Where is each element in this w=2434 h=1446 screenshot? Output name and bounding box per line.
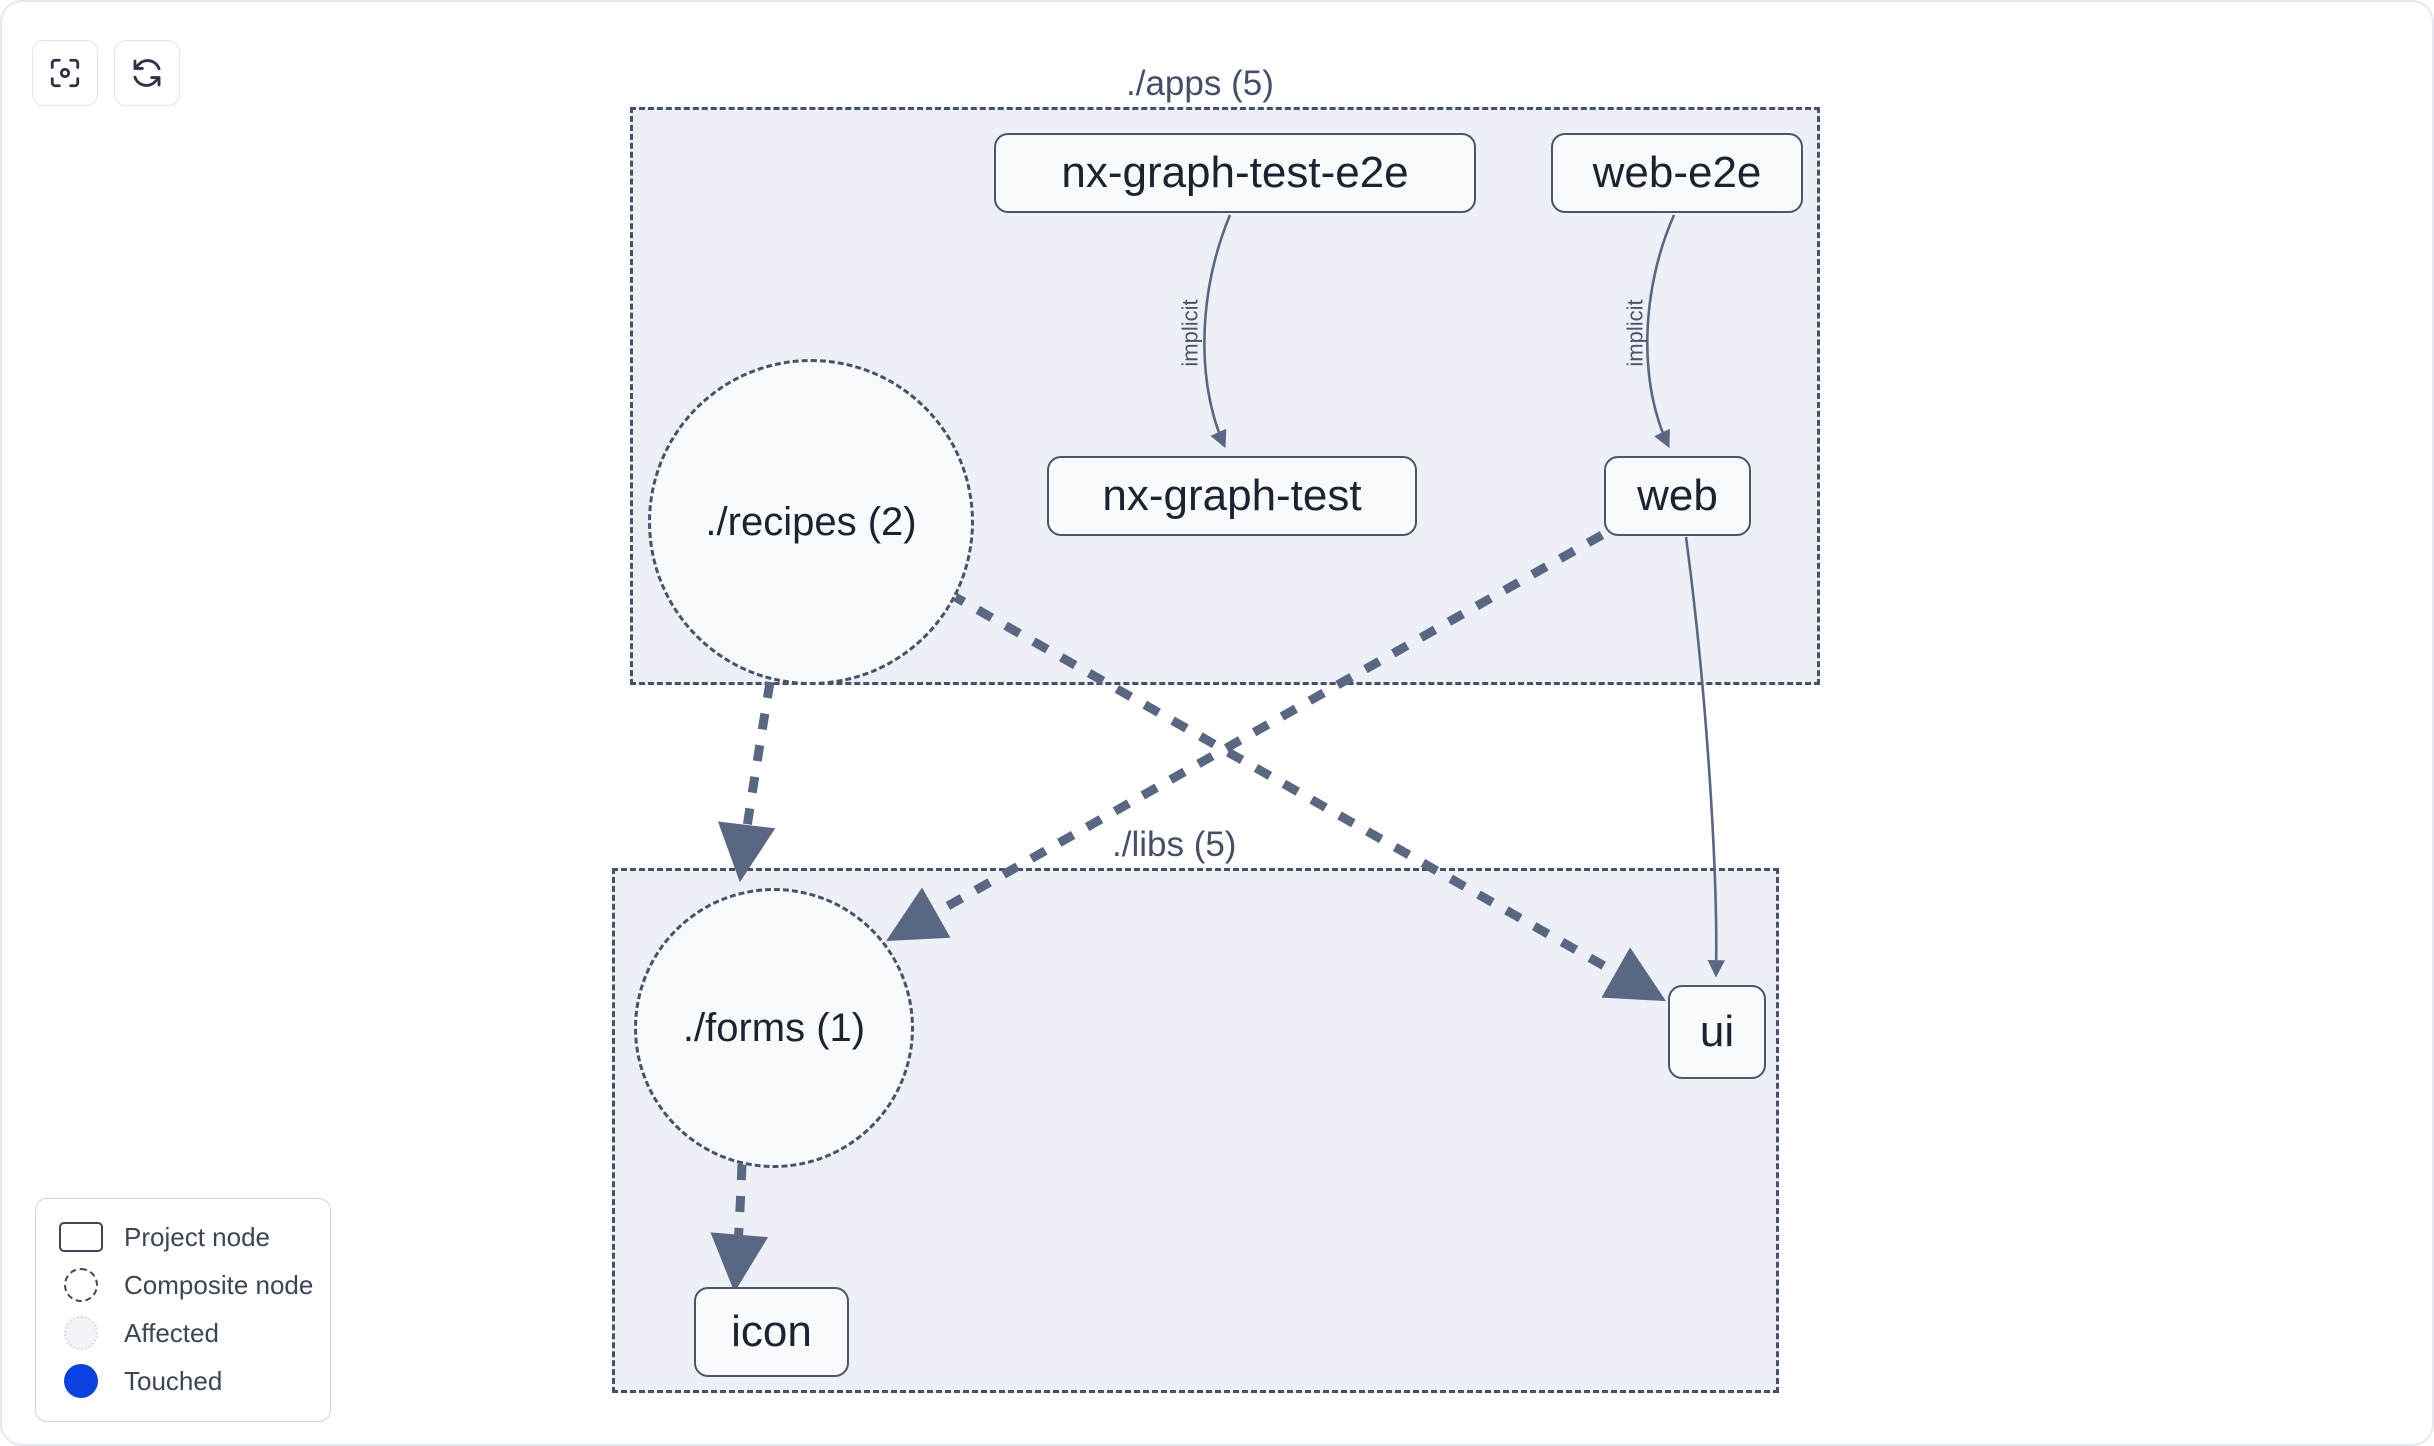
legend-item-project-node: Project node [58, 1213, 314, 1261]
project-node-swatch [58, 1222, 104, 1252]
project-node-nx-graph-test[interactable]: nx-graph-test [1047, 456, 1417, 536]
composite-node-swatch [58, 1268, 104, 1302]
legend-label-affected: Affected [124, 1318, 219, 1348]
project-node-web-e2e[interactable]: web-e2e [1551, 133, 1803, 213]
legend-label-composite-node: Composite node [124, 1270, 314, 1300]
project-node-ui[interactable]: ui [1668, 985, 1766, 1079]
graph-toolbar [32, 40, 180, 106]
edge-label-implicit-1: implicit [1177, 299, 1203, 367]
composite-node-forms[interactable]: ./forms (1) [634, 888, 914, 1168]
legend-label-touched: Touched [124, 1366, 223, 1396]
legend-item-affected: Affected [58, 1309, 314, 1357]
legend-label-project-node: Project node [124, 1222, 270, 1252]
group-label-libs: ./libs (5) [1100, 825, 1249, 865]
focus-target-icon [48, 56, 82, 90]
legend-item-touched: Touched [58, 1357, 314, 1405]
touched-swatch [58, 1364, 104, 1398]
refresh-icon [130, 56, 164, 90]
edge-label-implicit-2: implicit [1622, 299, 1648, 367]
group-label-apps: ./apps (5) [1114, 64, 1286, 104]
project-node-web[interactable]: web [1604, 456, 1751, 536]
graph-legend: Project node Composite node Affected Tou… [35, 1198, 331, 1422]
focus-graph-button[interactable] [32, 40, 98, 106]
refresh-graph-button[interactable] [114, 40, 180, 106]
legend-item-composite-node: Composite node [58, 1261, 314, 1309]
project-node-icon[interactable]: icon [694, 1287, 849, 1377]
edge-recipes-to-forms[interactable] [717, 681, 776, 883]
affected-swatch [58, 1316, 104, 1350]
project-node-nx-graph-test-e2e[interactable]: nx-graph-test-e2e [994, 133, 1476, 213]
composite-node-recipes[interactable]: ./recipes (2) [648, 359, 974, 685]
